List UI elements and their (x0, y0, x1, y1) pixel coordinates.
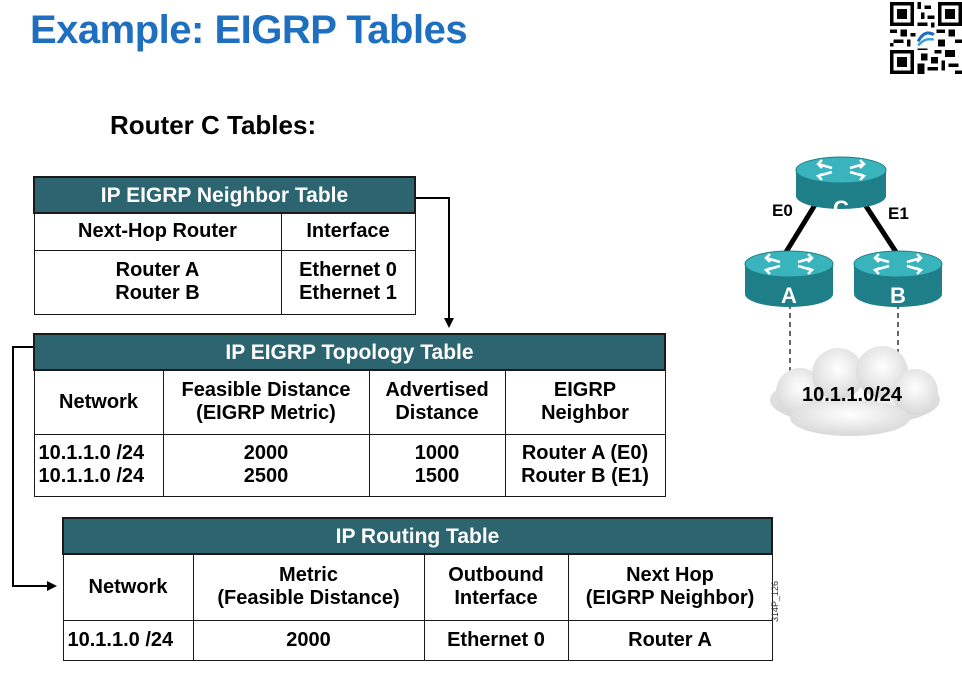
topology-to-routing-arrow (12, 346, 57, 591)
topology-header-advertised-distance: Advertised Distance (368, 369, 506, 435)
router-a-icon (744, 250, 834, 307)
link-c-b (859, 198, 899, 254)
topology-header-nb-line2: Neighbor (541, 402, 629, 425)
routing-header-oi-line2: Interface (454, 587, 538, 610)
neighbor-router-b: Router B (115, 282, 200, 304)
table-row: 10.1.1.0 /24 2000 Ethernet 0 Router A (62, 619, 773, 661)
topology-neighbor-row1: Router A (E0) (521, 442, 649, 464)
link-e1-label: E1 (888, 204, 909, 223)
neighbor-to-topology-arrow (416, 197, 454, 328)
neighbor-interface-e0: Ethernet 0 (299, 259, 397, 281)
routing-table-title: IP Routing Table (62, 517, 773, 555)
routing-header-metric-line2: (Feasible Distance) (217, 587, 400, 610)
routing-interface-cell: Ethernet 0 (423, 619, 569, 661)
router-b-icon (853, 250, 943, 307)
topology-fd-cell: 2000 2500 (162, 433, 370, 497)
routing-table: IP Routing Table Network Metric (Feasibl… (62, 517, 773, 661)
network-label: 10.1.1.0/24 (802, 384, 903, 406)
neighbor-header-next-hop: Next-Hop Router (33, 212, 282, 251)
topology-header-eigrp-neighbor: EIGRP Neighbor (504, 369, 666, 435)
link-e0-label: E0 (772, 201, 793, 220)
neighbor-router-a: Router A (115, 259, 200, 281)
topology-table: IP EIGRP Topology Table Network Feasible… (33, 333, 666, 497)
router-b-label: B (890, 283, 906, 308)
routing-metric-cell: 2000 (192, 619, 425, 661)
topology-header-fd-line1: Feasible Distance (181, 379, 351, 402)
topology-header-feasible-distance: Feasible Distance (EIGRP Metric) (162, 369, 370, 435)
topology-table-title: IP EIGRP Topology Table (33, 333, 666, 371)
topology-network-row1: 10.1.1.0 /24 (38, 442, 145, 464)
topology-neighbor-cell: Router A (E0) Router B (E1) (504, 433, 666, 497)
neighbor-table-title: IP EIGRP Neighbor Table (33, 176, 416, 214)
topology-networks-cell: 10.1.1.0 /24 10.1.1.0 /24 (33, 433, 164, 497)
network-cloud-icon (770, 346, 940, 436)
topology-ad-row1: 1000 (414, 442, 460, 464)
figure-code: 314P_126 (770, 580, 780, 622)
neighbor-routers-cell: Router A Router B (33, 249, 282, 315)
router-a-label: A (781, 283, 797, 308)
page-title: Example: EIGRP Tables (30, 8, 468, 52)
topology-ad-row2: 1500 (414, 465, 460, 487)
neighbor-interface-e1: Ethernet 1 (299, 282, 397, 304)
router-c-label: C (833, 196, 849, 221)
routing-header-nh-line2: (EIGRP Neighbor) (585, 587, 755, 610)
topology-header-ad-line1: Advertised (385, 379, 489, 402)
routing-header-next-hop: Next Hop (EIGRP Neighbor) (567, 553, 773, 621)
neighbor-interfaces-cell: Ethernet 0 Ethernet 1 (280, 249, 416, 315)
link-c-a (783, 198, 821, 254)
topology-header-nb-line1: EIGRP (553, 379, 617, 402)
neighbor-header-interface: Interface (280, 212, 416, 251)
page-subtitle: Router C Tables: (110, 110, 317, 140)
topology-header-ad-line2: Distance (395, 402, 479, 425)
routing-next-hop-cell: Router A (567, 619, 773, 661)
routing-header-nh-line1: Next Hop (626, 564, 714, 587)
router-c-icon (795, 156, 887, 209)
topology-fd-row2: 2500 (243, 465, 289, 487)
topology-ad-cell: 1000 1500 (368, 433, 506, 497)
topology-neighbor-row2: Router B (E1) (521, 465, 649, 487)
topology-header-network: Network (33, 369, 164, 435)
neighbor-table: IP EIGRP Neighbor Table Next-Hop Router … (33, 176, 416, 315)
routing-header-oi-line1: Outbound (448, 564, 544, 587)
topology-fd-row1: 2000 (243, 442, 289, 464)
topology-header-fd-line2: (EIGRP Metric) (196, 402, 336, 425)
topology-network-row2: 10.1.1.0 /24 (38, 465, 145, 487)
qr-code-icon (890, 2, 962, 74)
routing-network-cell: 10.1.1.0 /24 (62, 619, 194, 661)
routing-header-metric-line1: Metric (279, 564, 338, 587)
routing-header-outbound-interface: Outbound Interface (423, 553, 569, 621)
